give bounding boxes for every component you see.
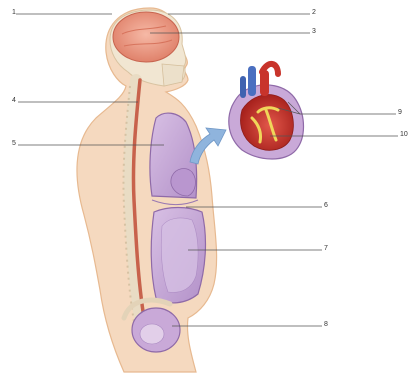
label-1: 1 (12, 9, 16, 17)
aortic-arch (262, 64, 278, 74)
brain (113, 12, 179, 62)
label-10: 10 (400, 131, 408, 139)
label-3: 3 (312, 28, 316, 36)
label-2: 2 (312, 9, 316, 17)
pulmonary-artery (248, 66, 256, 96)
label-5: 5 (12, 140, 16, 148)
label-6: 6 (324, 202, 328, 210)
pelvic-organ (140, 324, 164, 344)
label-8: 8 (324, 321, 328, 329)
superior-vena-cava (240, 76, 246, 98)
label-4: 4 (12, 97, 16, 105)
abdominal-organs (161, 218, 198, 292)
label-9: 9 (398, 109, 402, 117)
heart-detail (229, 64, 304, 159)
label-7: 7 (324, 245, 328, 253)
